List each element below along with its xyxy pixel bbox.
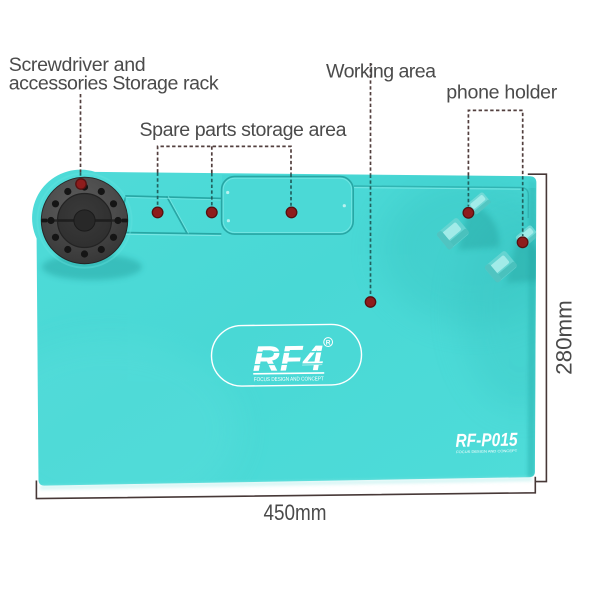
svg-text:RF-P015: RF-P015: [455, 429, 518, 451]
svg-text:Working area: Working area: [326, 60, 436, 82]
svg-text:R: R: [326, 340, 331, 347]
svg-text:phone holder: phone holder: [446, 82, 557, 104]
svg-text:RF4: RF4: [252, 338, 324, 379]
svg-text:Screwdriver and: Screwdriver and: [9, 54, 146, 76]
svg-text:450mm: 450mm: [264, 500, 327, 525]
svg-text:280mm: 280mm: [552, 300, 577, 375]
svg-text:FOCUS DESIGN AND CONCEPT: FOCUS DESIGN AND CONCEPT: [456, 449, 518, 454]
svg-text:accessories Storage rack: accessories Storage rack: [9, 73, 219, 95]
svg-text:Spare parts storage area: Spare parts storage area: [140, 119, 347, 141]
svg-text:FOCUS DESIGN AND CONCEPT: FOCUS DESIGN AND CONCEPT: [254, 376, 325, 383]
